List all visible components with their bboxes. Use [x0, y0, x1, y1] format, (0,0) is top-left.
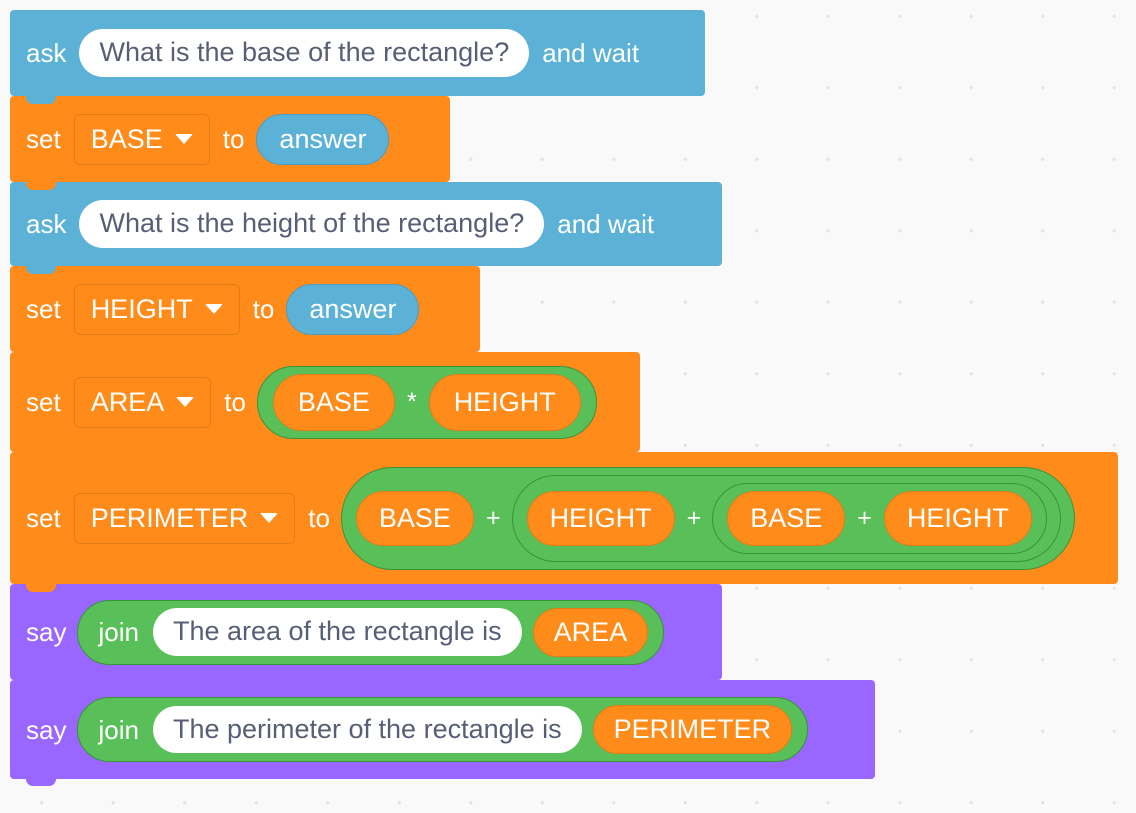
- reporter-variable-perimeter[interactable]: PERIMETER: [592, 705, 793, 754]
- chevron-down-icon: [174, 134, 193, 144]
- variable-dropdown-height[interactable]: HEIGHT: [73, 283, 240, 335]
- to-label: to: [224, 387, 246, 417]
- and-wait-label: and wait: [542, 38, 640, 68]
- plus-symbol: +: [485, 503, 501, 532]
- to-label: to: [308, 503, 330, 533]
- plus-symbol: +: [857, 503, 872, 532]
- variable-dropdown-label: AREA: [90, 386, 165, 417]
- block-set-base[interactable]: set BASE to answer: [10, 96, 450, 189]
- reporter-variable-base[interactable]: BASE: [727, 490, 846, 546]
- variable-dropdown-perimeter[interactable]: PERIMETER: [73, 492, 296, 544]
- operator-join-perimeter[interactable]: join The perimeter of the rectangle is P…: [77, 697, 809, 762]
- plus-symbol: +: [686, 503, 702, 532]
- ask-question-input[interactable]: What is the height of the rectangle?: [79, 200, 545, 248]
- reporter-variable-height[interactable]: HEIGHT: [883, 490, 1032, 546]
- operator-add-inner[interactable]: BASE + HEIGHT: [712, 482, 1047, 554]
- set-label: set: [26, 294, 61, 324]
- variable-dropdown-base[interactable]: BASE: [73, 113, 210, 165]
- block-ask-height[interactable]: ask What is the height of the rectangle?…: [10, 182, 722, 273]
- reporter-variable-area[interactable]: AREA: [532, 607, 649, 657]
- operator-add-outer[interactable]: BASE + HEIGHT + BASE + HEIGHT: [340, 466, 1075, 570]
- operator-add-middle[interactable]: HEIGHT + BASE + HEIGHT: [511, 474, 1061, 562]
- chevron-down-icon: [176, 397, 195, 407]
- multiply-symbol: *: [406, 387, 417, 416]
- set-label: set: [26, 503, 61, 533]
- ask-label: ask: [26, 38, 67, 68]
- set-label: set: [26, 387, 61, 417]
- say-label: say: [26, 617, 67, 647]
- reporter-variable-base[interactable]: BASE: [272, 373, 395, 431]
- variable-dropdown-label: PERIMETER: [90, 502, 249, 533]
- block-say-area[interactable]: say join The area of the rectangle is AR…: [10, 584, 722, 687]
- and-wait-label: and wait: [557, 209, 655, 239]
- join-label: join: [98, 714, 139, 745]
- variable-dropdown-label: BASE: [90, 123, 163, 154]
- block-say-perimeter[interactable]: say join The perimeter of the rectangle …: [10, 680, 875, 786]
- reporter-variable-height[interactable]: HEIGHT: [526, 490, 675, 546]
- chevron-down-icon: [260, 513, 279, 523]
- reporter-variable-height[interactable]: HEIGHT: [428, 373, 581, 431]
- join-text-input[interactable]: The perimeter of the rectangle is: [152, 705, 582, 754]
- block-ask-base[interactable]: ask What is the base of the rectangle? a…: [10, 10, 705, 103]
- block-set-perimeter[interactable]: set PERIMETER to BASE + HEIGHT + BASE + …: [10, 452, 1118, 591]
- join-label: join: [98, 617, 139, 647]
- block-set-area[interactable]: set AREA to BASE * HEIGHT: [10, 352, 640, 459]
- join-text-input[interactable]: The area of the rectangle is: [152, 608, 522, 656]
- reporter-variable-base[interactable]: BASE: [355, 490, 474, 546]
- chevron-down-icon: [204, 304, 223, 314]
- variable-dropdown-area[interactable]: AREA: [73, 376, 212, 428]
- operator-join-area[interactable]: join The area of the rectangle is AREA: [77, 599, 665, 665]
- set-label: set: [26, 124, 61, 154]
- to-label: to: [252, 294, 275, 324]
- to-label: to: [222, 124, 245, 154]
- ask-label: ask: [26, 209, 67, 239]
- block-set-height[interactable]: set HEIGHT to answer: [10, 266, 480, 359]
- operator-multiply[interactable]: BASE * HEIGHT: [256, 365, 597, 439]
- reporter-answer[interactable]: answer: [286, 283, 420, 335]
- say-label: say: [26, 714, 67, 745]
- variable-dropdown-label: HEIGHT: [90, 293, 193, 324]
- reporter-answer[interactable]: answer: [256, 113, 390, 165]
- ask-question-input[interactable]: What is the base of the rectangle?: [79, 29, 530, 77]
